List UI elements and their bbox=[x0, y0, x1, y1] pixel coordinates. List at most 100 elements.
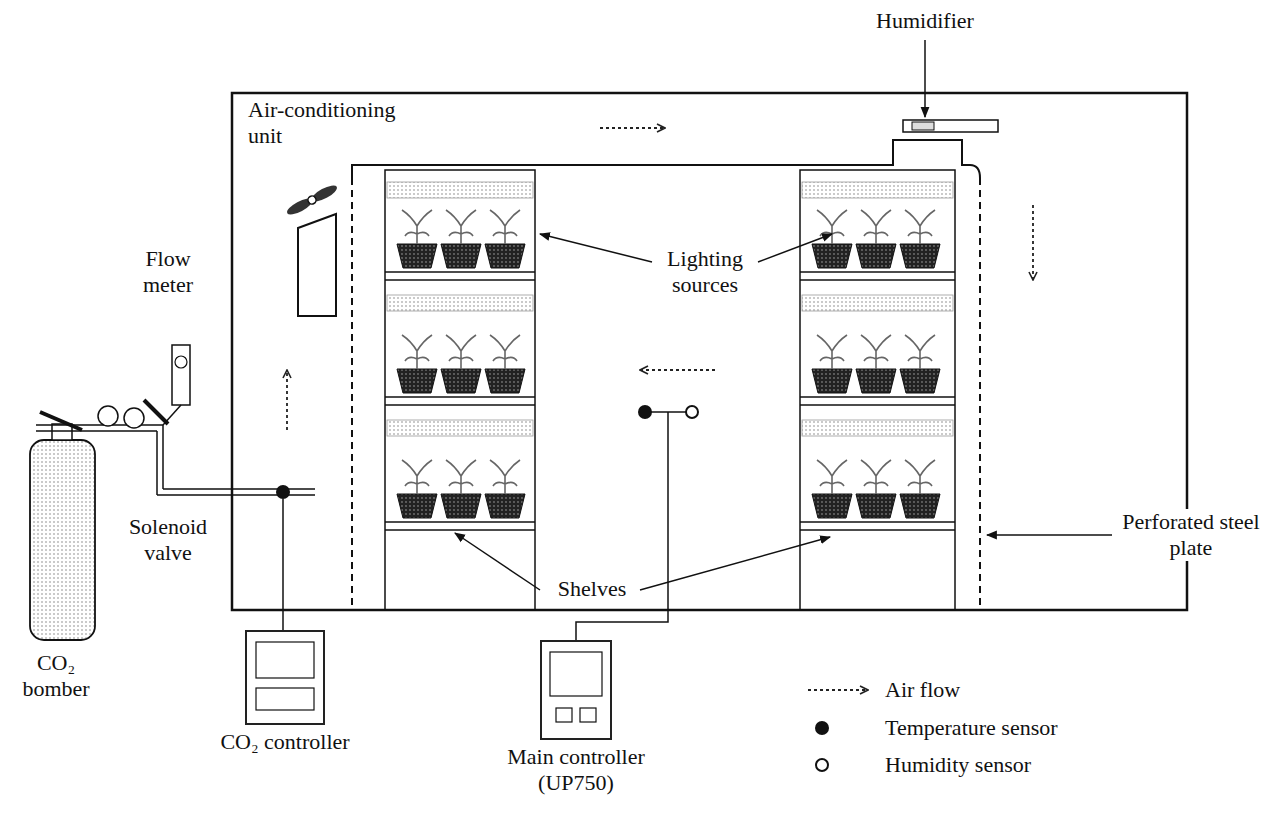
pressure-gauge bbox=[98, 406, 118, 426]
air-flow-arrow bbox=[286, 370, 288, 430]
shelf-board bbox=[385, 396, 535, 398]
plant-pot bbox=[397, 244, 437, 268]
controller-label: CO₂ controller bbox=[220, 729, 350, 755]
plant-pot bbox=[856, 494, 896, 518]
lighting-strip bbox=[387, 420, 533, 436]
flow-meter-stem bbox=[163, 405, 181, 425]
perforated-plate-left bbox=[351, 178, 353, 610]
plant-seedling bbox=[861, 335, 891, 369]
co2-control-wire bbox=[282, 499, 284, 630]
controller-button bbox=[556, 708, 572, 722]
lighting-strip bbox=[802, 420, 953, 436]
air-conditioning-unit bbox=[298, 214, 336, 316]
shelf-board bbox=[385, 271, 535, 273]
plant-seedling bbox=[402, 335, 432, 369]
plant-pot bbox=[812, 369, 852, 393]
plant-seedling bbox=[817, 210, 847, 244]
main-control-wire bbox=[576, 412, 668, 640]
lighting-strip bbox=[387, 295, 533, 311]
shelf-board bbox=[800, 271, 955, 273]
plant-pot bbox=[900, 369, 940, 393]
shelf-board bbox=[385, 521, 535, 523]
shelf-board bbox=[800, 279, 955, 281]
shelf-frame-right bbox=[800, 170, 955, 610]
plant-pot bbox=[485, 494, 525, 518]
plant-seedling bbox=[861, 460, 891, 494]
regulator-knob bbox=[144, 400, 168, 424]
humidifier-nozzle bbox=[912, 122, 934, 130]
plant-seedling bbox=[402, 460, 432, 494]
part-label: Perforated steel plate bbox=[1116, 509, 1266, 561]
legend-humidity-sample bbox=[816, 759, 828, 771]
plant-seedling bbox=[905, 210, 935, 244]
legend-text: Air flow bbox=[885, 677, 960, 703]
plant-pot bbox=[485, 244, 525, 268]
legend-temperature-sample bbox=[815, 721, 829, 735]
controller-display bbox=[256, 642, 314, 678]
plant-pot bbox=[812, 244, 852, 268]
lighting-strip bbox=[802, 182, 953, 198]
leader-arrow bbox=[924, 40, 926, 117]
air-flow-arrow bbox=[1032, 205, 1034, 280]
humidifier-device bbox=[903, 120, 998, 132]
part-label: Air-conditioning unit bbox=[248, 97, 433, 149]
controller-box: Main controller (UP750) bbox=[540, 640, 612, 740]
lighting-strip bbox=[387, 182, 533, 198]
temperature-sensor bbox=[638, 405, 652, 419]
inner-wall bbox=[352, 140, 980, 178]
chamber-wall bbox=[232, 93, 1187, 610]
perforated-plate-right bbox=[979, 178, 981, 610]
controller-label: Main controller (UP750) bbox=[486, 744, 666, 796]
plant-pot bbox=[441, 494, 481, 518]
plant-pot bbox=[441, 244, 481, 268]
co2-cylinder bbox=[30, 440, 95, 640]
part-label: Lighting sources bbox=[652, 246, 758, 298]
plant-seedling bbox=[446, 460, 476, 494]
leader-arrow bbox=[640, 537, 830, 590]
plant-pot bbox=[856, 244, 896, 268]
plant-pot bbox=[812, 494, 852, 518]
controller-display bbox=[256, 688, 314, 710]
plant-pot bbox=[397, 369, 437, 393]
plant-seedling bbox=[446, 335, 476, 369]
shelf-board bbox=[385, 279, 535, 281]
controller-display bbox=[550, 652, 602, 696]
part-label: Flow meter bbox=[126, 246, 210, 298]
part-label: Solenoid valve bbox=[112, 514, 224, 566]
shelf-board bbox=[800, 529, 955, 531]
part-label: Shelves bbox=[542, 576, 642, 602]
plant-pot bbox=[900, 494, 940, 518]
plant-pot bbox=[397, 494, 437, 518]
shelf-board bbox=[385, 529, 535, 531]
humidity-sensor bbox=[686, 406, 698, 418]
plant-seedling bbox=[817, 335, 847, 369]
plant-seedling bbox=[490, 460, 520, 494]
lighting-strip bbox=[802, 295, 953, 311]
plant-seedling bbox=[861, 210, 891, 244]
humidifier-label: Humidifier bbox=[850, 8, 1000, 34]
leader-arrow bbox=[455, 533, 540, 590]
plant-seedling bbox=[490, 335, 520, 369]
gas-pipe bbox=[36, 425, 315, 495]
legend-air-flow-sample bbox=[808, 689, 868, 691]
shelf-board bbox=[800, 404, 955, 406]
part-label: CO₂ bomber bbox=[6, 650, 106, 702]
legend-text: Temperature sensor bbox=[885, 715, 1058, 741]
plant-pot bbox=[485, 369, 525, 393]
flow-meter-float bbox=[175, 356, 187, 368]
fan-symbol bbox=[285, 182, 339, 217]
leader-arrow bbox=[987, 534, 1112, 536]
plant-pot bbox=[441, 369, 481, 393]
plant-seedling bbox=[905, 460, 935, 494]
air-flow-arrow bbox=[600, 127, 665, 129]
shelf-frame-left bbox=[385, 170, 535, 610]
pressure-gauge bbox=[124, 408, 144, 428]
plant-pot bbox=[856, 369, 896, 393]
air-flow-arrow bbox=[640, 369, 715, 371]
plant-seedling bbox=[490, 210, 520, 244]
plant-seedling bbox=[905, 335, 935, 369]
controller-box: CO₂ controller bbox=[245, 630, 325, 725]
plant-seedling bbox=[446, 210, 476, 244]
shelf-board bbox=[800, 521, 955, 523]
